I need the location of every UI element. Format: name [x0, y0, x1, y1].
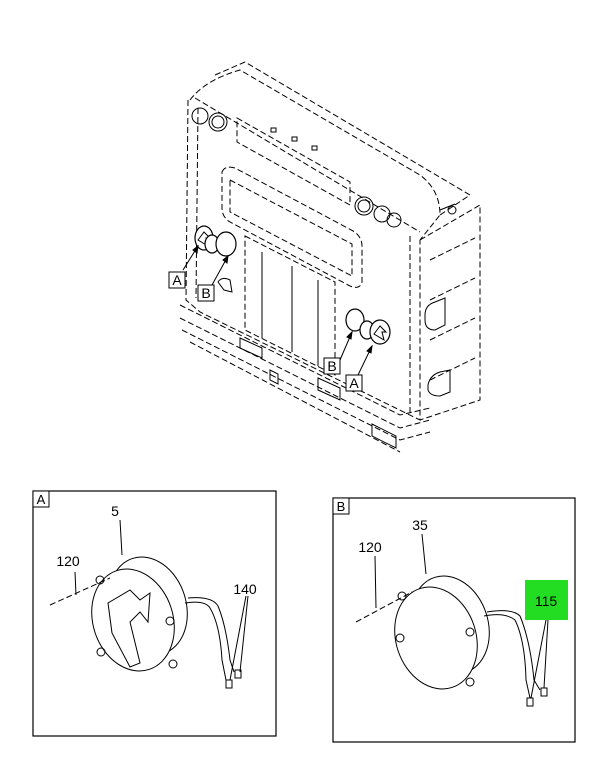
- rear-lamp-left-turn-signal: [194, 225, 220, 254]
- turn-signal-lamp: [91, 556, 188, 672]
- rear-lamp-left-round: [215, 231, 237, 293]
- part-number-115: 115: [535, 593, 558, 609]
- callout-b-left: B: [197, 284, 215, 302]
- part-number-35: 35: [412, 517, 428, 533]
- part-number-115-highlight[interactable]: 115: [525, 580, 568, 620]
- detail-a-panel: A 5 120 140: [32, 490, 277, 737]
- svg-text:A: A: [349, 375, 359, 391]
- part-number-140: 140: [233, 581, 257, 597]
- rear-lamp-right-round: [345, 308, 375, 340]
- callout-a-right: A: [345, 374, 363, 392]
- part-number-120-b: 120: [358, 539, 382, 555]
- bus-rear-illustration: A B B A: [168, 61, 481, 453]
- detail-a-tag: A: [37, 492, 46, 507]
- detail-b-tag: B: [337, 499, 346, 514]
- part-number-5: 5: [111, 503, 119, 519]
- callout-a-left: A: [168, 271, 186, 289]
- callout-leaders: [182, 244, 373, 376]
- detail-b-panel: B 115 35 120: [332, 497, 576, 743]
- round-lamp: [394, 575, 490, 690]
- svg-text:B: B: [327, 358, 336, 374]
- svg-text:A: A: [172, 272, 182, 288]
- rear-lamp-right-turn-signal: [369, 319, 391, 345]
- highlight-box[interactable]: [525, 580, 568, 620]
- svg-text:B: B: [201, 285, 210, 301]
- callout-b-right: B: [323, 357, 341, 375]
- part-number-120-a: 120: [56, 553, 80, 569]
